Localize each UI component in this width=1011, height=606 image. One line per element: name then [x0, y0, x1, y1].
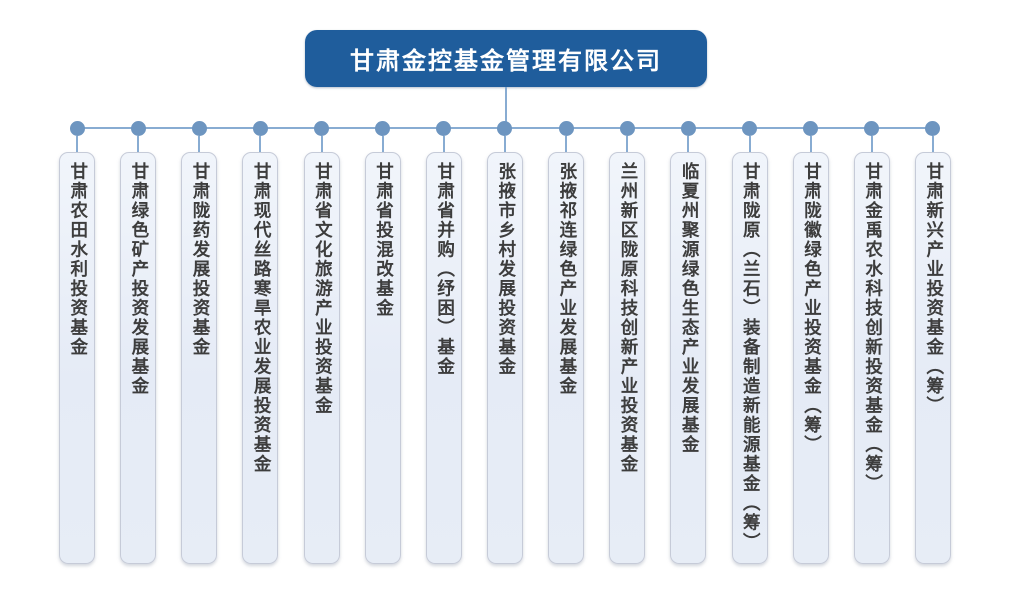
root-connector-line: [505, 87, 507, 128]
fund-label: 张掖祁连绿色产业发展基金: [556, 162, 577, 396]
node-dot: [864, 121, 880, 136]
fund-column: 张掖市乡村发展投资基金: [486, 121, 523, 564]
node-connector-line: [198, 136, 201, 152]
fund-label: 甘肃省投混改基金: [373, 162, 394, 318]
fund-column: 甘肃农田水利投资基金: [59, 121, 95, 564]
node-dot: [619, 121, 635, 136]
node-dot: [252, 121, 268, 136]
node-dot: [925, 121, 941, 136]
fund-box: 临夏州聚源绿色生态产业发展基金: [670, 152, 707, 564]
fund-label: 甘肃金禹农水科技创新投资基金（筹）: [862, 162, 883, 494]
fund-label: 甘肃陇原（兰石）装备制造新能源基金（筹）: [740, 162, 761, 552]
fund-column: 张掖祁连绿色产业发展基金: [548, 121, 585, 564]
fund-label: 甘肃绿色矿产投资发展基金: [128, 162, 149, 396]
fund-box: 张掖市乡村发展投资基金: [486, 152, 523, 564]
fund-box: 甘肃新兴产业投资基金（筹）: [914, 152, 951, 564]
fund-box: 兰州新区陇原科技创新产业投资基金: [609, 152, 646, 564]
fund-box: 甘肃金禹农水科技创新投资基金（筹）: [853, 152, 890, 564]
fund-box: 甘肃省并购（纾困）基金: [425, 152, 462, 564]
fund-box: 甘肃陇药发展投资基金: [181, 152, 218, 564]
fund-column: 甘肃金禹农水科技创新投资基金（筹）: [853, 121, 890, 564]
node-dot: [375, 121, 391, 136]
fund-box: 甘肃陇原（兰石）装备制造新能源基金（筹）: [731, 152, 768, 564]
node-dot: [69, 121, 85, 136]
node-connector-line: [687, 136, 690, 152]
fund-label: 甘肃现代丝路寒旱农业发展投资基金: [251, 162, 272, 474]
fund-label: 甘肃陇药发展投资基金: [190, 162, 211, 357]
node-connector-line: [870, 136, 873, 152]
node-dot: [130, 121, 146, 136]
node-connector-line: [626, 136, 629, 152]
node-connector-line: [381, 136, 384, 152]
node-connector-line: [748, 136, 751, 152]
node-connector-line: [137, 136, 140, 152]
fund-box: 甘肃现代丝路寒旱农业发展投资基金: [242, 152, 279, 564]
fund-column: 甘肃绿色矿产投资发展基金: [120, 121, 157, 564]
node-dot: [803, 121, 819, 136]
root-node-label: 甘肃金控基金管理有限公司: [350, 47, 662, 75]
node-connector-line: [259, 136, 262, 152]
node-dot: [191, 121, 207, 136]
fund-column: 甘肃省文化旅游产业投资基金: [303, 121, 340, 564]
fund-column: 临夏州聚源绿色生态产业发展基金: [670, 121, 707, 564]
fund-box: 甘肃绿色矿产投资发展基金: [120, 152, 157, 564]
fund-box: 甘肃陇徽绿色产业投资基金（筹）: [792, 152, 829, 564]
node-dot: [436, 121, 452, 136]
fund-box: 甘肃省投混改基金: [364, 152, 401, 564]
node-connector-line: [809, 136, 812, 152]
fund-box: 甘肃省文化旅游产业投资基金: [303, 152, 340, 564]
fund-label: 甘肃新兴产业投资基金（筹）: [923, 162, 944, 416]
node-dot: [558, 121, 574, 136]
fund-label: 兰州新区陇原科技创新产业投资基金: [618, 162, 639, 474]
fund-label: 甘肃农田水利投资基金: [67, 162, 88, 357]
fund-column: 兰州新区陇原科技创新产业投资基金: [609, 121, 646, 564]
node-dot: [314, 121, 330, 136]
fund-box: 张掖祁连绿色产业发展基金: [548, 152, 585, 564]
fund-column: 甘肃新兴产业投资基金（筹）: [914, 121, 951, 564]
node-connector-line: [442, 136, 445, 152]
fund-box: 甘肃农田水利投资基金: [59, 152, 95, 564]
fund-column: 甘肃陇药发展投资基金: [181, 121, 218, 564]
node-dot: [497, 121, 513, 136]
fund-column: 甘肃陇原（兰石）装备制造新能源基金（筹）: [731, 121, 768, 564]
fund-columns: 甘肃农田水利投资基金 甘肃绿色矿产投资发展基金 甘肃陇药发展投资基金 甘肃现代丝…: [59, 121, 951, 564]
root-node: 甘肃金控基金管理有限公司: [305, 30, 707, 87]
fund-column: 甘肃省并购（纾困）基金: [425, 121, 462, 564]
fund-label: 甘肃省文化旅游产业投资基金: [312, 162, 333, 416]
fund-label: 甘肃陇徽绿色产业投资基金（筹）: [801, 162, 822, 455]
fund-label: 甘肃省并购（纾困）基金: [434, 162, 455, 377]
fund-column: 甘肃现代丝路寒旱农业发展投资基金: [242, 121, 279, 564]
node-connector-line: [565, 136, 568, 152]
node-dot: [742, 121, 758, 136]
node-connector-line: [503, 136, 506, 152]
fund-column: 甘肃陇徽绿色产业投资基金（筹）: [792, 121, 829, 564]
node-connector-line: [320, 136, 323, 152]
fund-label: 张掖市乡村发展投资基金: [495, 162, 516, 377]
fund-column: 甘肃省投混改基金: [364, 121, 401, 564]
fund-label: 临夏州聚源绿色生态产业发展基金: [679, 162, 700, 455]
node-connector-line: [931, 136, 934, 152]
node-connector-line: [76, 136, 78, 152]
node-dot: [680, 121, 696, 136]
